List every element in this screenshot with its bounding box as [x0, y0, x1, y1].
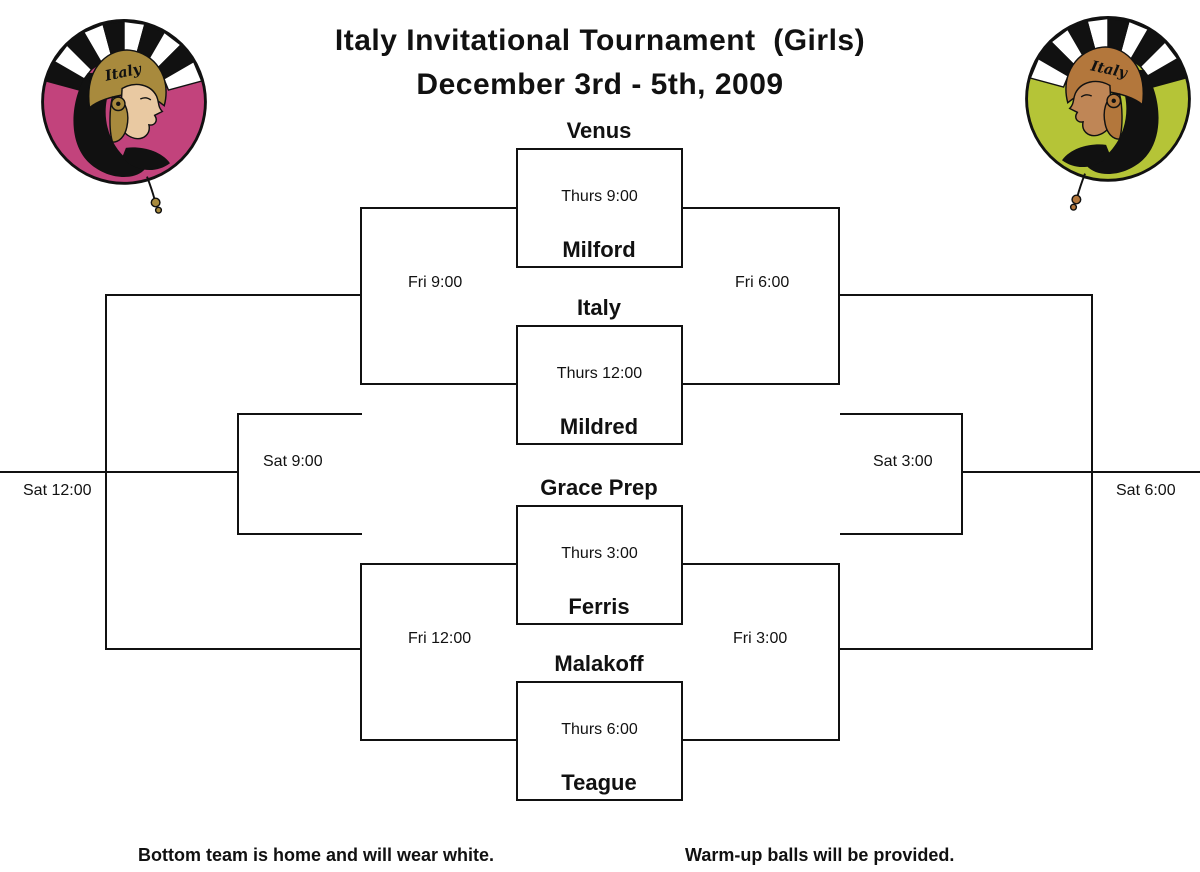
line-right-g3-feed: [683, 563, 840, 565]
label-fri-300: Fri 3:00: [733, 630, 788, 647]
line-left-fri-top-join: [360, 207, 362, 385]
line-right-sat-mid-top-feed: [840, 413, 963, 415]
game3-box: [516, 505, 683, 625]
game4-time: Thurs 6:00: [561, 721, 638, 738]
team-italy: Italy: [576, 295, 622, 320]
team-ferris: Ferris: [568, 594, 630, 619]
line-left-g2-feed: [360, 383, 517, 385]
note-warmup: Warm-up balls will be provided.: [685, 845, 955, 865]
team-teague: Teague: [561, 770, 637, 795]
label-sat-300: Sat 3:00: [873, 453, 933, 470]
game4-box: [516, 681, 683, 801]
line-right-fri-bottom-winner: [838, 648, 1093, 650]
line-left-sat-mid-top-feed: [237, 413, 362, 415]
line-left-sat-mid-join: [237, 413, 239, 535]
note-home-team: Bottom team is home and will wear white.: [138, 845, 495, 865]
line-right-sat-mid-bottom-feed: [840, 533, 963, 535]
helmet-script-left: Italy: [103, 61, 145, 85]
line-right-g1-feed: [683, 207, 840, 209]
line-right-sat-mid-join: [961, 413, 963, 535]
game1-time: Thurs 9:00: [561, 188, 638, 205]
line-right-fri-top-join: [838, 207, 840, 385]
team-milford: Milford: [562, 237, 636, 262]
mascot-logo-right: Italy: [1025, 16, 1191, 211]
line-left-fri-bottom-join: [360, 563, 362, 741]
line-left-fri-bottom-winner: [105, 648, 362, 650]
line-right-g2-feed: [683, 383, 840, 385]
label-fri-1200: Fri 12:00: [408, 630, 472, 647]
line-right-sat-final-out: [961, 471, 1200, 473]
line-left-sat-final-out: [0, 471, 239, 473]
line-right-fri-top-winner: [838, 294, 1093, 296]
team-mildred: Mildred: [559, 414, 639, 439]
helmet-script-right: Italy: [1088, 58, 1130, 82]
team-venus: Venus: [566, 118, 632, 143]
line-right-g4-feed: [683, 739, 840, 741]
team-grace-prep: Grace Prep: [540, 475, 658, 500]
game2-box: [516, 325, 683, 445]
label-sat-600: Sat 6:00: [1116, 482, 1176, 499]
label-sat-900: Sat 9:00: [263, 453, 323, 470]
line-left-fri-top-winner: [105, 294, 362, 296]
label-fri-600: Fri 6:00: [735, 274, 790, 291]
line-left-g3-feed: [360, 563, 517, 565]
line-left-sat-mid-bottom-feed: [237, 533, 362, 535]
label-fri-900: Fri 9:00: [408, 274, 463, 291]
team-malakoff: Malakoff: [554, 651, 644, 676]
line-left-g4-feed: [360, 739, 517, 741]
tournament-title: Italy Invitational Tournament (Girls): [334, 24, 866, 57]
game2-time: Thurs 12:00: [556, 365, 643, 382]
line-left-g1-feed: [360, 207, 517, 209]
tournament-dates: December 3rd - 5th, 2009: [416, 68, 784, 101]
line-right-fri-bottom-join: [838, 563, 840, 741]
label-sat-1200: Sat 12:00: [23, 482, 92, 499]
game1-box: [516, 148, 683, 268]
game3-time: Thurs 3:00: [561, 545, 638, 562]
mascot-logo-left: Italy: [41, 19, 207, 214]
